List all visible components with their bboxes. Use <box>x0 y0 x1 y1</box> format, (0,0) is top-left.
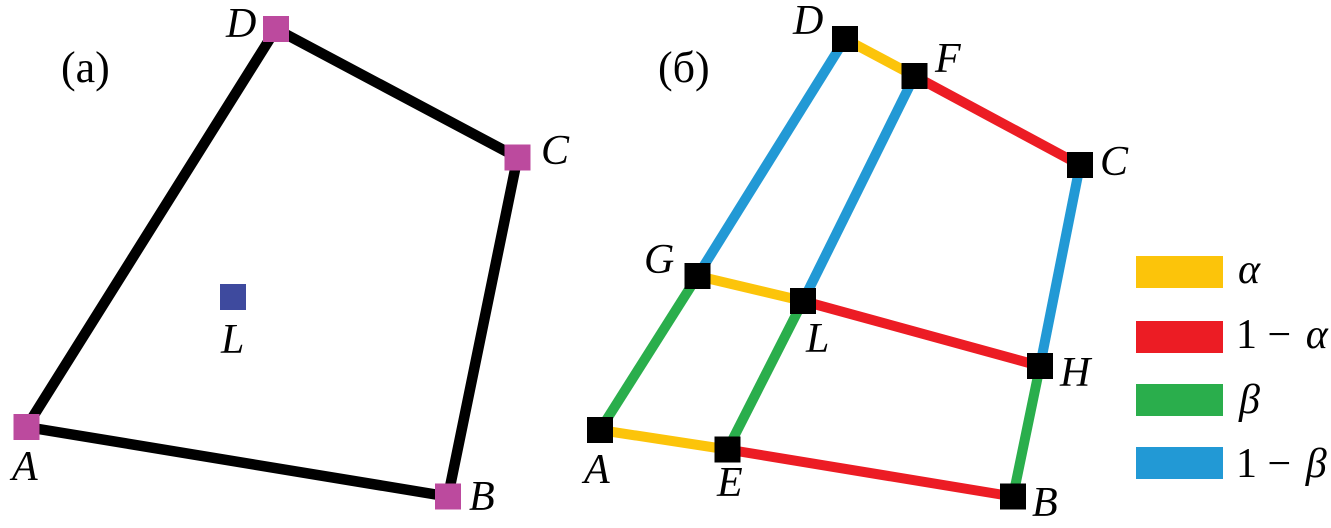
svg-text:D: D <box>225 1 256 47</box>
svg-text:β: β <box>1238 377 1260 423</box>
svg-text:(a): (a) <box>61 43 110 92</box>
svg-text:B: B <box>469 474 495 520</box>
svg-text:L: L <box>220 317 244 363</box>
svg-text:A: A <box>581 447 610 493</box>
svg-text:A: A <box>9 444 38 490</box>
svg-text:F: F <box>934 36 961 82</box>
svg-text:E: E <box>716 460 743 506</box>
svg-text:(б): (б) <box>658 43 710 92</box>
svg-text:H: H <box>1059 350 1093 396</box>
svg-text:C: C <box>1100 139 1129 185</box>
svg-text:1 − β: 1 − β <box>1236 441 1327 487</box>
svg-text:G: G <box>644 237 674 283</box>
svg-text:α: α <box>1238 247 1261 293</box>
svg-text:1 − α: 1 − α <box>1236 312 1329 358</box>
svg-text:B: B <box>1032 480 1058 526</box>
svg-text:D: D <box>792 0 823 44</box>
svg-text:C: C <box>541 128 570 174</box>
svg-text:L: L <box>805 316 829 362</box>
